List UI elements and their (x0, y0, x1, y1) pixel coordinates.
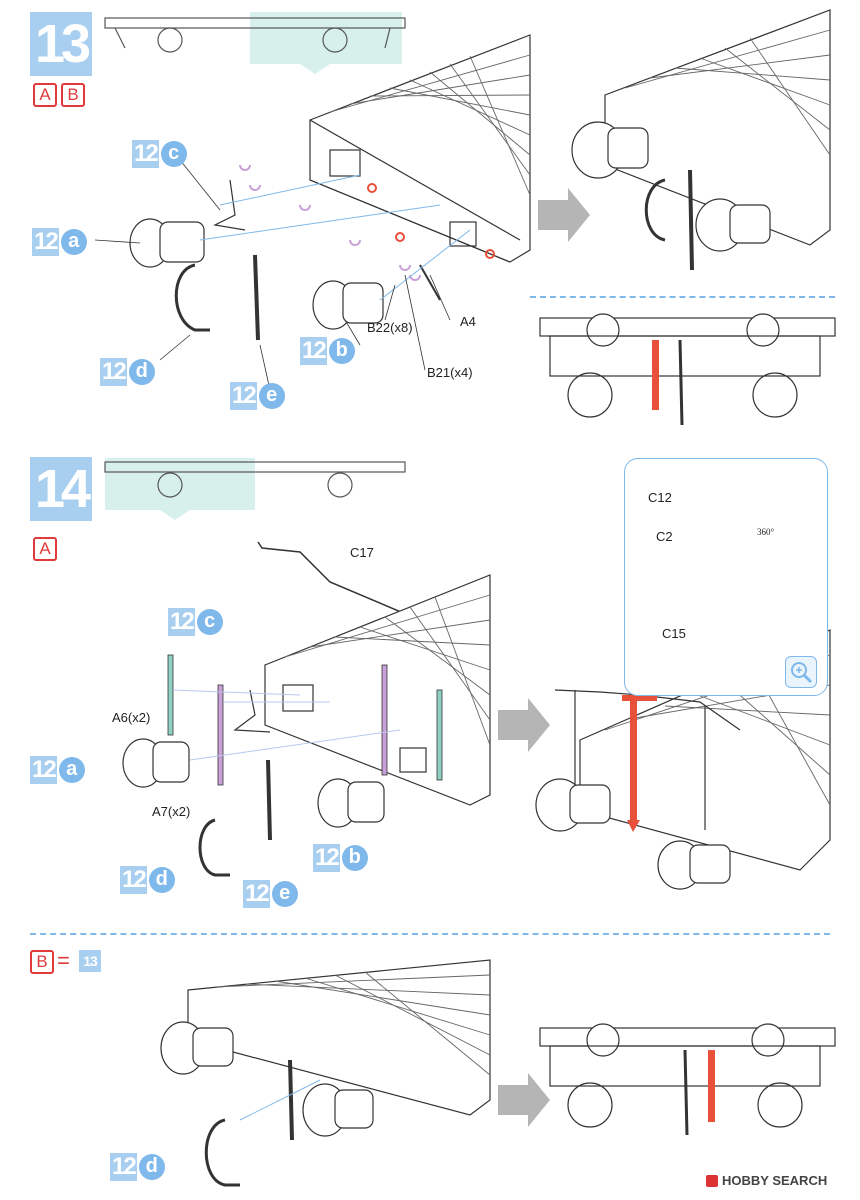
part-label-c2: C2 (656, 529, 673, 544)
step13-result-arrow (538, 188, 590, 242)
section-divider-1 (530, 296, 835, 298)
part-label-c15: C15 (662, 626, 686, 641)
step-number-13: 13 (30, 12, 92, 76)
step14-result-arrow (498, 698, 550, 752)
step14-highlight-part (622, 695, 657, 832)
part-a6 (167, 654, 174, 736)
step14-wagon-body (264, 574, 491, 806)
step13-leader-lines (94, 159, 451, 391)
overview-highlight-14 (105, 458, 255, 510)
brand-mark-icon (706, 1174, 718, 1187)
ref-12e-step14: 12 e (243, 880, 298, 908)
rotation-label: 360° (757, 527, 775, 537)
hobby-search-logo: HOBBY SEARCH (706, 1173, 827, 1188)
stepB-result-arrow (498, 1073, 550, 1127)
part-label-b21: B21(x4) (427, 365, 473, 380)
part-label-c17: C17 (350, 545, 374, 560)
variant-badge-b-section: B (30, 950, 54, 974)
stepB-highlight-part (708, 1050, 715, 1122)
step13-guide-lines (199, 174, 471, 301)
ref-12a-step14: 12 a (30, 756, 85, 784)
stepB-diagram (160, 959, 836, 1187)
stepB-guide-line (239, 1079, 321, 1121)
step14-parts (122, 689, 385, 877)
zoom-magnifier-icon (785, 656, 817, 688)
ref-12b-step13: 12 b (300, 337, 355, 365)
ref-12b-step14: 12 b (313, 844, 368, 872)
section-divider-2 (30, 933, 830, 935)
part-label-a6: A6(x2) (112, 710, 151, 725)
step13-diagram (94, 9, 836, 426)
part-label-c12: C12 (648, 490, 672, 505)
ref-12e-step13: 12 e (230, 382, 285, 410)
step13-red-rings (367, 183, 495, 259)
step14-guide-lines (172, 689, 401, 761)
step13-wagon-body (309, 34, 531, 263)
overview-highlight (250, 12, 402, 64)
stepB-bottom-view (539, 1023, 836, 1136)
step13-highlight-part (652, 340, 659, 410)
stepB-wagon-body (160, 959, 491, 1187)
equals-step-13: 13 (79, 950, 101, 972)
variant-badge-b: B (61, 83, 85, 107)
ref-12a-step13: 12 a (32, 228, 87, 256)
equals-sign: = (57, 948, 70, 973)
variant-badge-a: A (33, 83, 57, 107)
brand-text: HOBBY SEARCH (722, 1173, 828, 1188)
step-number-14: 14 (30, 457, 92, 521)
ref-12d-stepB: 12 d (110, 1153, 165, 1181)
step13-result-wagon (571, 9, 831, 271)
ref-12c-step13: 12 c (132, 140, 187, 168)
overview-wagon (104, 17, 406, 53)
ref-12c-step14: 12 c (168, 608, 223, 636)
part-label-b22: B22(x8) (367, 320, 413, 335)
part-label-a4: A4 (460, 314, 476, 329)
ref-12d-step13: 12 d (100, 358, 155, 386)
variant-badge-a-step14: A (33, 537, 57, 561)
ref-12d-step14: 12 d (120, 866, 175, 894)
overview-wagon-14 (104, 461, 406, 498)
part-label-a7: A7(x2) (152, 804, 191, 819)
step13-parts (129, 179, 441, 341)
part-a7 (217, 684, 224, 786)
step13-bottom-view (539, 313, 836, 426)
